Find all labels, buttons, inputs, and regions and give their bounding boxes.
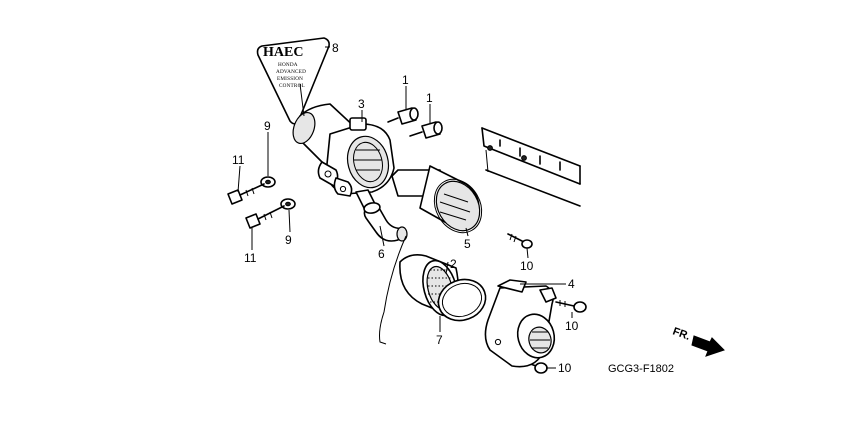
haec-label-line-1: HONDA: [278, 62, 298, 68]
front-direction-indicator: FR.: [671, 326, 725, 357]
callout-3: 3: [358, 97, 365, 111]
screw-part-11b: [245, 205, 285, 229]
bolt-part-a: [387, 107, 419, 125]
arrow-right-icon: [691, 335, 725, 357]
callout-7: 7: [436, 333, 443, 347]
callout-10a: 10: [520, 259, 534, 273]
elbow-pipe-part: [363, 202, 408, 242]
callout-9b: 9: [285, 233, 292, 247]
callouts: 8 1 1 3 9 11 9 11 6 5 10 2 7 4 10 10: [232, 41, 579, 375]
leader-lines: [237, 83, 573, 369]
haec-label-title: HAEC: [263, 45, 303, 60]
outlet-cover-part: [484, 279, 557, 368]
callout-10c: 10: [558, 361, 572, 375]
callout-4: 4: [568, 277, 575, 291]
callout-11a: 11: [232, 153, 245, 167]
inner-shield-part: [391, 165, 483, 234]
callout-11b: 11: [244, 251, 257, 265]
diagram-code: GCG3-F1802: [608, 363, 674, 375]
haec-label-line-4: CONTROL: [279, 83, 305, 89]
callout-9a: 9: [264, 119, 271, 133]
gasket-part: [437, 278, 487, 322]
haec-label-line-2: ADVANCED: [276, 69, 306, 75]
callout-1a: 1: [402, 73, 409, 87]
callout-6: 6: [378, 247, 385, 261]
callout-5: 5: [464, 237, 471, 251]
housing-part: [292, 103, 395, 213]
engine-panel: [481, 127, 581, 207]
bolt-part-b: [409, 121, 443, 139]
callout-2: 2: [450, 257, 457, 271]
screw-part-10a: [507, 233, 533, 249]
washer-part-b: [280, 198, 296, 210]
front-direction-label: FR.: [671, 326, 692, 343]
haec-label-line-3: EMISSION: [277, 76, 303, 82]
callout-10b: 10: [565, 319, 579, 333]
washer-part-a: [260, 176, 276, 188]
callout-1b: 1: [426, 91, 433, 105]
callout-8: 8: [332, 41, 339, 55]
screw-part-10b: [555, 300, 587, 313]
haec-label-part: HAEC HONDA ADVANCED EMISSION CONTROL: [256, 37, 330, 125]
screw-part-11a: [227, 183, 265, 205]
